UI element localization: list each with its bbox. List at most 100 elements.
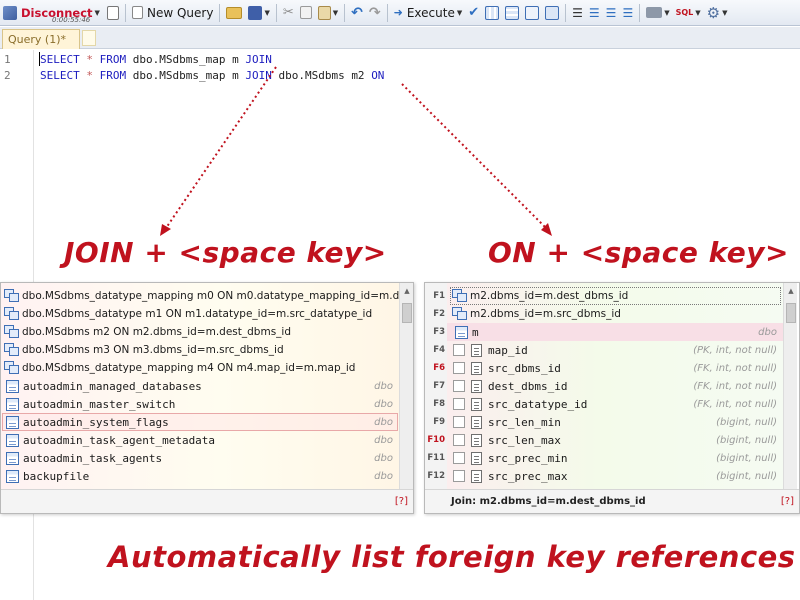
scrollbar[interactable]: ▲ xyxy=(783,283,797,489)
save-button[interactable]: ▼ xyxy=(245,2,272,24)
scroll-up-icon[interactable]: ▲ xyxy=(404,287,410,295)
execute-arrow-icon: ➜ xyxy=(393,6,403,19)
list-item-column[interactable]: F10 src_len_max (bigint, null) xyxy=(425,431,783,449)
shortcut-key: F9 xyxy=(433,417,445,427)
scrollbar-thumb[interactable] xyxy=(402,303,412,323)
list-item-join[interactable]: dbo.MSdbms m2 ON m2.dbms_id=m.dest_dbms_… xyxy=(1,323,291,341)
schema-label: dbo xyxy=(758,326,777,338)
join-suggestion-text: dbo.MSdbms m2 ON m2.dbms_id=m.dest_dbms_… xyxy=(22,326,291,338)
table-name: autoadmin_master_switch xyxy=(23,397,176,411)
execute-button[interactable]: ➜ Execute ▼ xyxy=(391,2,466,24)
disconnect-label: Disconnect xyxy=(21,5,93,20)
column-name: map_id xyxy=(488,343,528,357)
column-checkbox[interactable] xyxy=(453,416,465,428)
sql-menu-button[interactable]: SQL ▼ xyxy=(673,2,704,24)
list-item-join[interactable]: dbo.MSdbms_datatype_mapping m0 ON m0.dat… xyxy=(1,287,409,305)
copy-button[interactable] xyxy=(297,2,315,24)
list-item-column[interactable]: F4 map_id (PK, int, not null) xyxy=(425,341,783,359)
table-icon xyxy=(6,469,19,483)
disconnect-button[interactable]: Disconnect ▼ 0:00:55:46 xyxy=(0,2,104,24)
gear-icon: ⚙ xyxy=(706,3,721,22)
column-checkbox[interactable] xyxy=(453,398,465,410)
outdent-button[interactable]: ☰ xyxy=(603,2,620,24)
indent-button[interactable]: ☰ xyxy=(619,2,636,24)
join-suggestion-text: dbo.MSdbms_datatype_mapping m4 ON m4.map… xyxy=(22,362,356,374)
scrollbar-thumb[interactable] xyxy=(786,303,796,323)
list-item-column[interactable]: F12 src_prec_max (bigint, null) xyxy=(425,467,783,485)
list-item-table[interactable]: autoadmin_task_agents dbo xyxy=(1,449,399,467)
column-name: src_len_max xyxy=(488,433,561,447)
keyword-join: JOIN xyxy=(245,53,272,66)
schema-label: dbo xyxy=(374,380,393,392)
refresh-button[interactable] xyxy=(104,2,122,24)
list-item-join[interactable]: F1 m2.dbms_id=m.dest_dbms_id xyxy=(425,287,783,305)
column-icon xyxy=(471,343,482,357)
join-icon xyxy=(452,289,468,303)
printer-icon xyxy=(646,7,663,18)
new-query-button[interactable]: New Query xyxy=(129,2,216,24)
shortcut-key-gutter xyxy=(425,283,447,513)
parse-button[interactable]: ✔ xyxy=(465,2,482,24)
results-file-button[interactable] xyxy=(522,2,542,24)
list-item-column[interactable]: F8 src_datatype_id (FK, int, not null) xyxy=(425,395,783,413)
column-name: src_dbms_id xyxy=(488,361,561,375)
list-item-join[interactable]: F2 m2.dbms_id=m.src_dbms_id xyxy=(425,305,783,323)
paste-button[interactable]: ▼ xyxy=(315,2,341,24)
column-checkbox[interactable] xyxy=(453,452,465,464)
tab-query-1[interactable]: Query (1)* xyxy=(2,29,80,49)
results-grid-button[interactable] xyxy=(482,2,502,24)
column-checkbox[interactable] xyxy=(453,470,465,482)
comment-lines-icon: ☰ xyxy=(588,5,600,20)
table-icon xyxy=(6,397,19,411)
column-checkbox[interactable] xyxy=(453,344,465,356)
column-type: (bigint, null) xyxy=(716,434,777,446)
list-item-column[interactable]: F11 src_prec_min (bigint, null) xyxy=(425,449,783,467)
format-button[interactable]: ☰ xyxy=(569,2,586,24)
list-item-join[interactable]: dbo.MSdbms m3 ON m3.dbms_id=m.src_dbms_i… xyxy=(1,341,284,359)
list-item-table[interactable]: autoadmin_system_flags dbo xyxy=(1,413,399,431)
help-link[interactable]: [?] xyxy=(780,496,794,507)
column-type: (FK, int, not null) xyxy=(693,398,777,410)
cut-button[interactable]: ✂ xyxy=(280,2,297,24)
list-item-column[interactable]: F7 dest_dbms_id (FK, int, not null) xyxy=(425,377,783,395)
shortcut-key: F8 xyxy=(433,399,445,409)
list-item-table[interactable]: autoadmin_task_agent_metadata dbo xyxy=(1,431,399,449)
list-item-table[interactable]: autoadmin_master_switch dbo xyxy=(1,395,399,413)
results-text-button[interactable] xyxy=(502,2,522,24)
redo-icon: ↷ xyxy=(368,4,381,21)
code-text xyxy=(93,69,100,82)
column-checkbox[interactable] xyxy=(453,434,465,446)
column-checkbox[interactable] xyxy=(453,362,465,374)
open-button[interactable] xyxy=(223,2,245,24)
shortcut-key: F11 xyxy=(427,453,445,463)
undo-button[interactable]: ↶ xyxy=(348,2,366,24)
line-number: 1 xyxy=(4,53,11,66)
table-name: autoadmin_task_agent_metadata xyxy=(23,433,216,447)
column-checkbox[interactable] xyxy=(453,380,465,392)
popup-background xyxy=(1,283,399,489)
popup-footer: [?] xyxy=(1,489,413,513)
list-item-alias[interactable]: F3 m dbo xyxy=(425,323,783,341)
query-options-button[interactable] xyxy=(542,2,562,24)
scrollbar[interactable]: ▲ xyxy=(399,283,413,489)
save-icon xyxy=(248,5,263,20)
list-item-join[interactable]: dbo.MSdbms_datatype_mapping m4 ON m4.map… xyxy=(1,359,355,377)
list-item-column[interactable]: F6 src_dbms_id (FK, int, not null) xyxy=(425,359,783,377)
code-line-2[interactable]: SELECT * FROM dbo.MSdbms_map m JOIN dbo.… xyxy=(40,69,384,82)
list-item-table[interactable]: backupfile dbo xyxy=(1,467,399,485)
table-name: backupfile xyxy=(23,469,90,483)
help-link[interactable]: [?] xyxy=(394,496,408,507)
comment-button[interactable]: ☰ xyxy=(586,2,603,24)
code-line-1[interactable]: SELECT * FROM dbo.MSdbms_map m JOIN xyxy=(40,53,272,66)
list-item-join[interactable]: dbo.MSdbms_datatype m1 ON m1.datatype_id… xyxy=(1,305,372,323)
scroll-up-icon[interactable]: ▲ xyxy=(788,287,794,295)
settings-button[interactable]: ⚙▼ xyxy=(704,2,731,24)
print-button[interactable]: ▼ xyxy=(643,2,672,24)
new-tab-button[interactable] xyxy=(82,30,96,46)
copy-icon xyxy=(299,6,312,19)
list-item-table[interactable]: autoadmin_managed_databases dbo xyxy=(1,377,399,395)
undo-icon: ↶ xyxy=(351,4,363,21)
column-type: (PK, int, not null) xyxy=(693,344,777,356)
redo-button[interactable]: ↷ xyxy=(366,2,384,24)
list-item-column[interactable]: F9 src_len_min (bigint, null) xyxy=(425,413,783,431)
